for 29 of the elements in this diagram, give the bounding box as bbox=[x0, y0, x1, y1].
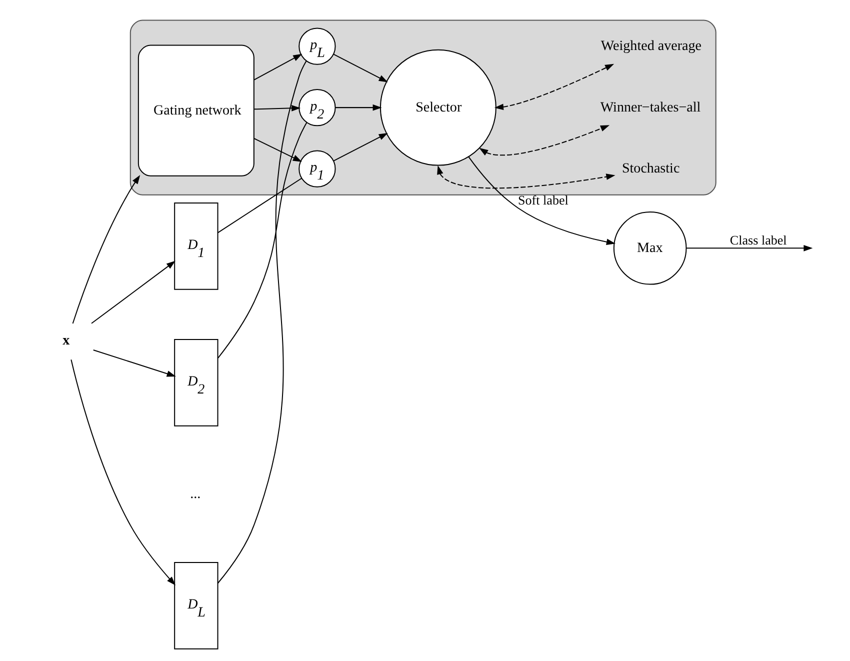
arrow bbox=[92, 350, 176, 377]
node-box: Gating network bbox=[137, 44, 254, 176]
node-circle: Max bbox=[612, 212, 686, 285]
edge-label: Class label bbox=[729, 232, 786, 248]
cluster bbox=[129, 20, 716, 196]
node-text: Winner−takes−all bbox=[600, 99, 700, 116]
arrow bbox=[478, 125, 610, 156]
arrow bbox=[686, 244, 812, 252]
label: ... bbox=[190, 486, 200, 502]
arrow bbox=[468, 156, 615, 245]
arrow bbox=[494, 64, 614, 110]
edge-label: Soft label bbox=[518, 192, 568, 208]
connector bbox=[217, 178, 302, 234]
arrow bbox=[254, 138, 302, 162]
connector bbox=[217, 122, 307, 358]
node-text: x bbox=[62, 332, 70, 348]
arrow bbox=[335, 104, 382, 111]
arrow bbox=[333, 54, 388, 82]
arrow bbox=[254, 105, 300, 112]
node-text: Stochastic bbox=[621, 160, 680, 177]
node-text: Weighted average bbox=[600, 38, 702, 54]
arrow bbox=[72, 174, 140, 324]
arrow bbox=[254, 54, 302, 80]
arrow bbox=[90, 260, 175, 324]
arrow bbox=[436, 165, 615, 189]
connector bbox=[216, 60, 306, 584]
arrow bbox=[333, 132, 388, 162]
node-circle: Selector bbox=[379, 49, 496, 166]
arrow bbox=[70, 360, 176, 586]
